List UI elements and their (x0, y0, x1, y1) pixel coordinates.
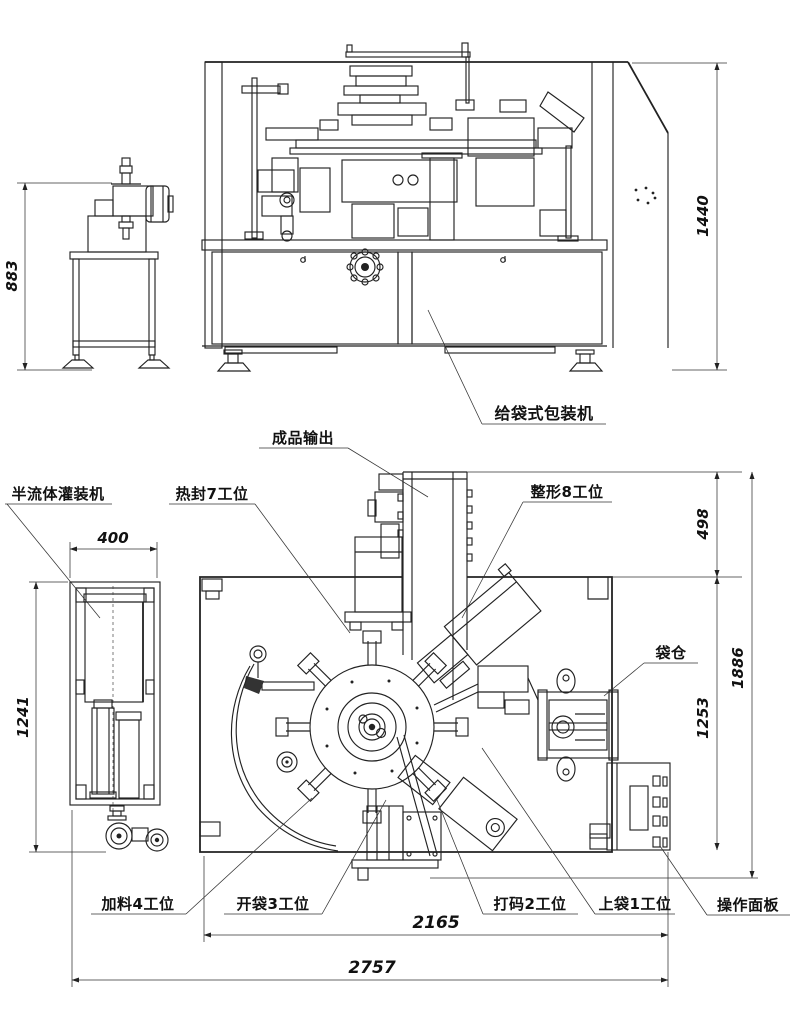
leader-control-panel: 操作面板 (659, 845, 790, 916)
dim-2757-value: 2757 (348, 958, 395, 978)
leader-shaping-st8: 整形8工位 (461, 483, 612, 619)
label-product-output: 成品输出 (272, 429, 334, 447)
leader-product-output: 成品输出 (259, 429, 429, 498)
dim-1241-value: 1241 (14, 696, 32, 738)
machine-foot-right (568, 349, 604, 372)
leader-semifluid-filler: 半流体灌装机 (5, 485, 112, 619)
label-coding-st2: 打码2工位 (494, 895, 567, 913)
leader-machine-label: 给袋式包装机 (427, 309, 606, 425)
dim-1886-value: 1886 (729, 647, 747, 689)
shaping-station (416, 562, 542, 690)
dim-498: 498 (467, 471, 742, 578)
dim-400: 400 (69, 529, 158, 578)
dim-1241: 1241 (14, 581, 106, 853)
front-view: 883 (3, 42, 727, 425)
feeding-station (230, 645, 339, 852)
panel-screen[interactable] (629, 785, 649, 831)
dim-2165: 2165 (203, 852, 669, 987)
plan-frame (199, 576, 758, 879)
coding-station (397, 754, 518, 852)
label-semifluid-filler: 半流体灌装机 (11, 485, 104, 503)
bag-opening-station (351, 734, 442, 881)
leader-bag-opening-st3: 开袋3工位 (224, 799, 387, 915)
dim-2757: 2757 (71, 810, 669, 987)
label-shaping-st8: 整形8工位 (531, 483, 604, 501)
machine-label: 给袋式包装机 (494, 404, 593, 423)
label-feeding-st4: 加料4工位 (101, 895, 175, 913)
leader-coding-st2: 打码2工位 (436, 799, 578, 915)
control-panel (589, 762, 671, 851)
front-filler-machine (61, 157, 174, 369)
machine-foot-left (216, 349, 252, 372)
leader-bag-loading-st1: 上袋1工位 (481, 747, 675, 915)
door-handle-right[interactable] (500, 256, 506, 263)
dim-498-value: 498 (694, 508, 712, 540)
dim-2165-value: 2165 (412, 913, 459, 933)
dim-1253: 1253 (694, 576, 720, 851)
rotary-table (275, 630, 469, 824)
dim-1886: 1886 (729, 471, 755, 879)
leader-bag-magazine: 袋仓 (603, 644, 698, 697)
vent-holes (634, 186, 657, 205)
label-bag-magazine: 袋仓 (654, 644, 687, 662)
front-machine-frame (204, 61, 669, 349)
dim-883: 883 (3, 182, 112, 371)
dim-1253-value: 1253 (694, 697, 712, 739)
dim-883-value: 883 (3, 260, 21, 291)
heatseal-station (344, 536, 412, 631)
dim-400-value: 400 (96, 529, 128, 547)
drive-wheel (346, 248, 384, 286)
bag-loading-station (433, 665, 539, 715)
bag-magazine (537, 668, 619, 782)
bolt-circle (325, 679, 419, 775)
front-main-machine: 给袋式包装机 (201, 42, 669, 425)
panel-buttons[interactable] (652, 775, 668, 848)
leader-heatseal-st7: 热封7工位 (169, 485, 351, 634)
label-bag-opening-st3: 开袋3工位 (237, 895, 310, 913)
front-machinery (241, 42, 585, 242)
plan-view: 400 1241 (5, 429, 790, 987)
label-bag-loading-st1: 上袋1工位 (599, 895, 672, 913)
door-handle-left[interactable] (300, 256, 306, 263)
dim-1440-value: 1440 (694, 195, 712, 237)
label-control-panel: 操作面板 (717, 896, 780, 914)
front-cabinet (201, 239, 608, 372)
table-spokes (275, 630, 469, 824)
label-heatseal-st7: 热封7工位 (176, 485, 249, 503)
plan-filler-machine (69, 581, 169, 852)
plan-filler-pump (105, 805, 169, 852)
conveyor-motor (367, 473, 404, 559)
dim-1440: 1440 (632, 62, 727, 371)
leader-feeding-st4: 加料4工位 (91, 797, 313, 915)
